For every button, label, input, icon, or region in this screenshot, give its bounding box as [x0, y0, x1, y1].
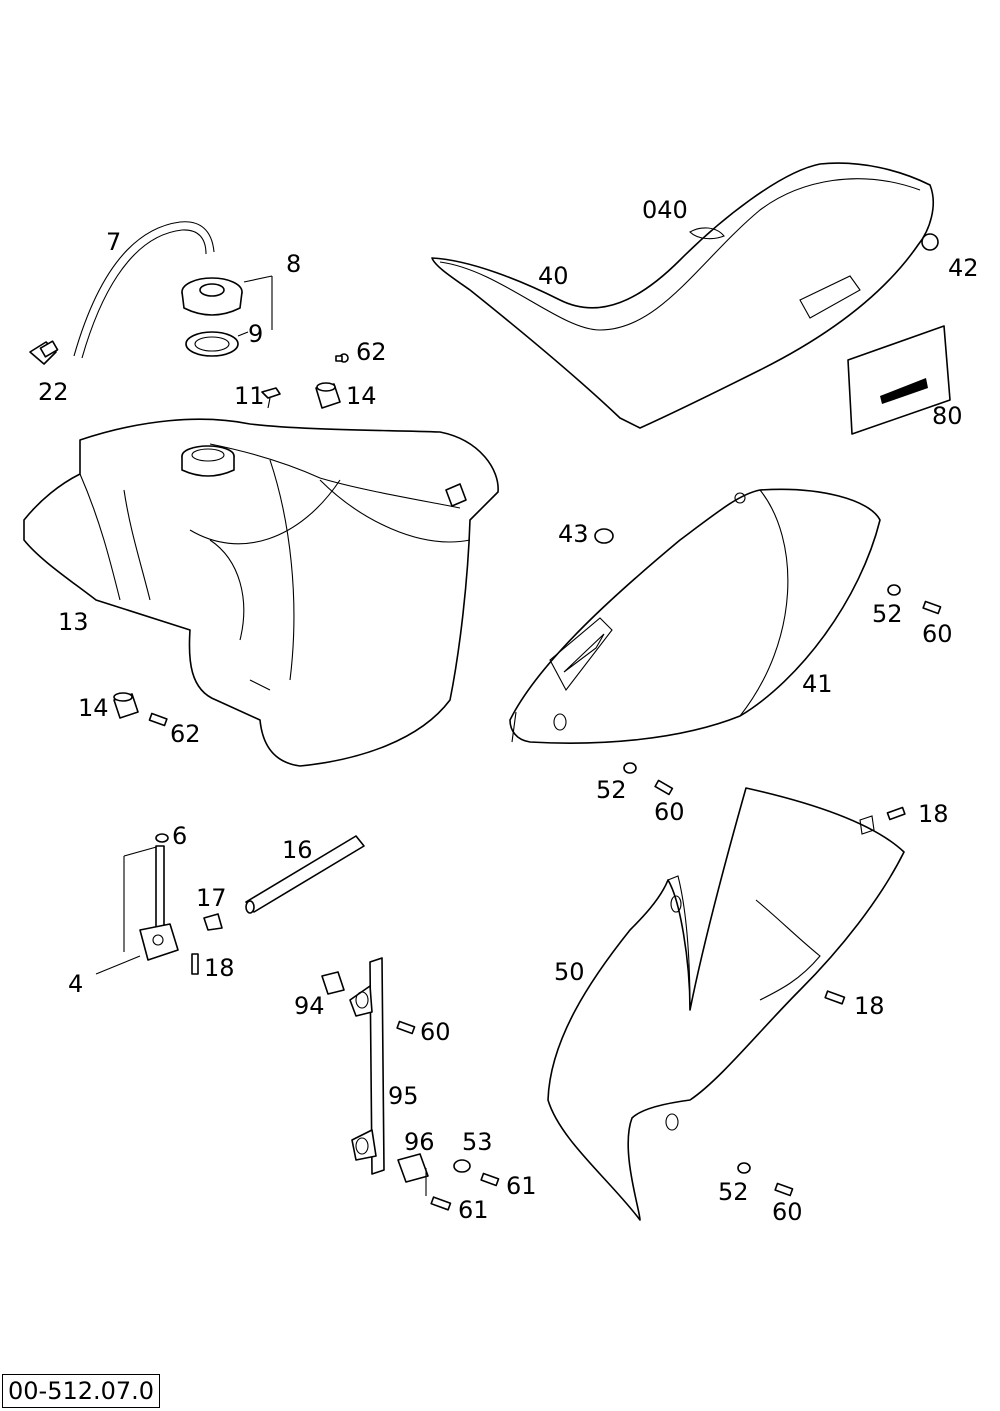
screw-60-c-part	[396, 1020, 416, 1035]
bush-14-bottom-part	[113, 692, 139, 719]
callout-42: 42	[948, 254, 979, 282]
screw-18-tap-part	[191, 953, 199, 975]
callout-52-b: 52	[596, 776, 627, 804]
side-panel-part	[547, 787, 905, 1221]
washer-52-b-part	[623, 762, 637, 774]
callout-60-d: 60	[772, 1198, 803, 1226]
callout-4: 4	[68, 970, 83, 998]
callout-53: 53	[462, 1128, 493, 1156]
screw-61-a-part	[480, 1172, 500, 1187]
callout-80: 80	[932, 402, 963, 430]
callout-60-a: 60	[922, 620, 953, 648]
o-ring-6-part	[155, 833, 169, 843]
callout-96: 96	[404, 1128, 435, 1156]
callout-61-b: 61	[458, 1196, 489, 1224]
tube-16-part	[245, 835, 365, 914]
side-cover-part	[509, 488, 881, 744]
bracket-95-part	[349, 957, 385, 1175]
screw-11-part	[261, 387, 281, 409]
screw-60-a-part	[922, 600, 942, 615]
callout-62-top: 62	[356, 338, 387, 366]
screw-62-part	[335, 353, 349, 363]
document-code-box: 00-512.07.0	[2, 1374, 161, 1408]
clamp-17-part	[203, 913, 223, 931]
callout-40: 40	[538, 262, 569, 290]
callout-040: 040	[642, 196, 688, 224]
fuel-hose-part	[73, 221, 215, 359]
screw-18-c-part	[824, 990, 846, 1005]
callout-13: 13	[58, 608, 89, 636]
seat-part	[431, 162, 939, 429]
screw-60-b-part	[654, 779, 674, 796]
hose-fitting-part	[29, 340, 59, 365]
callout-22: 22	[38, 378, 69, 406]
grommet-43-part	[594, 528, 614, 544]
callout-50: 50	[554, 958, 585, 986]
fuel-tap-part	[95, 845, 179, 975]
callout-14-top: 14	[346, 382, 377, 410]
callout-43: 43	[558, 520, 589, 548]
callout-95: 95	[388, 1082, 419, 1110]
sticker-part	[847, 325, 951, 435]
screw-60-d-part	[774, 1182, 794, 1197]
callout-7: 7	[106, 228, 121, 256]
callout-18-b: 18	[204, 954, 235, 982]
callout-18-a: 18	[918, 800, 949, 828]
nut-96-part	[397, 1153, 429, 1196]
callout-14-bottom: 14	[78, 694, 109, 722]
callout-41: 41	[802, 670, 833, 698]
callout-6: 6	[172, 822, 187, 850]
callout-52-a: 52	[872, 600, 903, 628]
cap-gasket-part	[185, 331, 249, 357]
callout-16: 16	[282, 836, 313, 864]
callout-17: 17	[196, 884, 227, 912]
callout-52-c: 52	[718, 1178, 749, 1206]
callout-60-c: 60	[420, 1018, 451, 1046]
screw-18-a-part	[886, 806, 906, 821]
washer-52-c-part	[737, 1162, 751, 1174]
callout-11: 11	[234, 382, 265, 410]
callout-62-bottom: 62	[170, 720, 201, 748]
callout-94: 94	[294, 992, 325, 1020]
callout-60-b: 60	[654, 798, 685, 826]
washer-53-part	[453, 1159, 471, 1173]
fuel-tank-part	[23, 418, 499, 767]
callout-18-c: 18	[854, 992, 885, 1020]
washer-52-a-part	[887, 584, 901, 596]
fuel-cap-part	[181, 275, 273, 316]
screw-61-b-part	[430, 1196, 452, 1211]
bush-14-top-part	[315, 382, 341, 409]
callout-8: 8	[286, 250, 301, 278]
callout-9: 9	[248, 320, 263, 348]
callout-61-a: 61	[506, 1172, 537, 1200]
spacer-94-part	[321, 971, 345, 995]
screw-62-bottom-part	[148, 712, 168, 727]
